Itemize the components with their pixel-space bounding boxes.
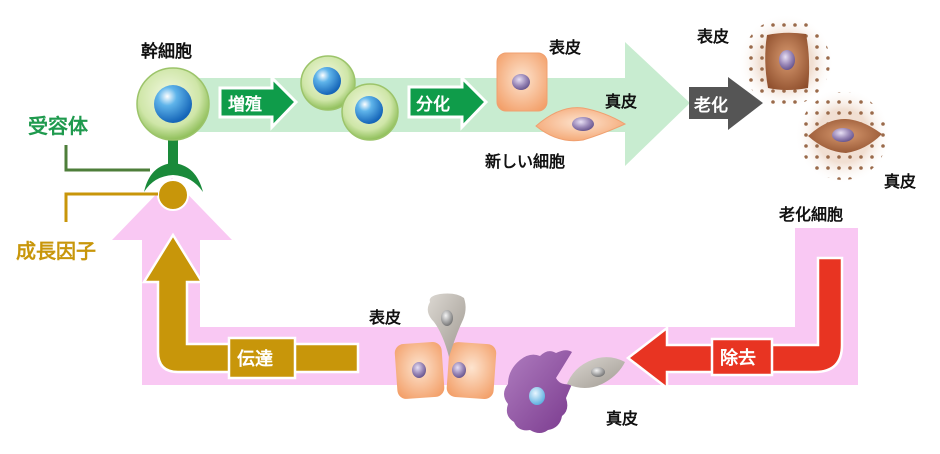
- senescent-dermis-cell: [795, 88, 891, 184]
- growth-factor-ball: [157, 179, 189, 211]
- transmission-label-box: [227, 336, 297, 380]
- aging-arrow: [689, 77, 763, 130]
- growth-factor-leader-line: [64, 192, 158, 222]
- daughter-cell-2: [341, 83, 399, 141]
- new-dermis-cell: [535, 107, 627, 142]
- receptor-cup: [144, 163, 203, 192]
- new-dermis-label: 真皮: [605, 92, 637, 111]
- macrophage-cell: [504, 350, 572, 433]
- senescent-epidermis-cell: [738, 14, 834, 110]
- proliferation-label: 増殖: [228, 94, 262, 115]
- removal-arrow: [625, 256, 844, 391]
- bottom-dermis-label: 真皮: [606, 409, 638, 428]
- daughter-cell-1: [300, 55, 356, 111]
- removal-label-box: [710, 337, 774, 377]
- phagocytosed-dermis-cell: [567, 357, 625, 388]
- senescent-cells-label: 老化細胞: [778, 205, 843, 224]
- differentiation-label: 分化: [416, 94, 450, 115]
- senescent-dermis-label: 真皮: [884, 172, 916, 191]
- new-epidermis-cell: [496, 52, 548, 112]
- bottom-epidermis-label: 表皮: [368, 308, 401, 327]
- return-flow-band: [112, 178, 858, 385]
- stem-cell: [136, 67, 210, 141]
- receptor-leader-line: [64, 145, 150, 172]
- senescent-epidermis-label: 表皮: [696, 27, 729, 46]
- dying-epidermis-cell: [427, 293, 466, 357]
- new-epidermis-label: 表皮: [548, 38, 581, 57]
- receptor-label: 受容体: [28, 114, 89, 138]
- receptor-stalk: [168, 140, 178, 168]
- proliferation-arrow: [218, 74, 299, 131]
- aging-label: 老化: [693, 95, 728, 116]
- differentiation-arrow: [407, 74, 489, 131]
- stem-cell-label: 幹細胞: [141, 41, 192, 62]
- transmission-label: 伝達: [237, 348, 273, 370]
- growth-factor-label: 成長因子: [16, 239, 96, 263]
- removal-label: 除去: [720, 347, 756, 369]
- bottom-epidermis-cells: [394, 341, 497, 400]
- new-cells-label: 新しい細胞: [485, 152, 565, 171]
